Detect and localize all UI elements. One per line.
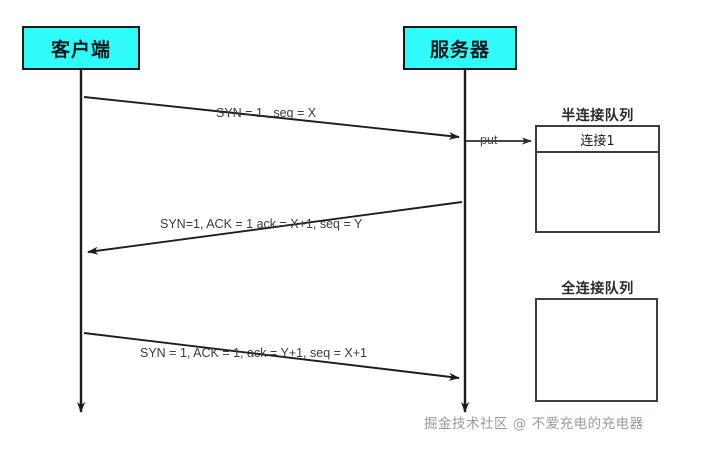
message-label-syn-ack: SYN=1, ACK = 1 ack = X+1, seq = Y <box>160 217 363 231</box>
queue-box-accept[interactable] <box>535 298 658 402</box>
message-label-syn: SYN = 1 , seq = X <box>216 106 317 120</box>
put-label: put <box>480 133 498 147</box>
message-arrow-syn <box>83 96 460 140</box>
message-arrow-ack <box>83 332 460 381</box>
actor-box-server[interactable]: 服务器 <box>403 26 517 70</box>
queue-title-half-open: 半连接队列 <box>561 108 634 124</box>
queue-title-accept: 全连接队列 <box>561 281 634 297</box>
watermark-text: 掘金技术社区 @ 不爱充电的充电器 <box>424 416 644 432</box>
actor-label-server: 服务器 <box>429 38 490 61</box>
queue-slot-label: 连接1 <box>580 133 615 149</box>
message-arrow-syn-ack <box>87 201 463 255</box>
actor-label-client: 客户端 <box>50 38 111 61</box>
queue-box-half-open[interactable]: 连接1 <box>535 125 660 233</box>
actor-box-client[interactable]: 客户端 <box>22 26 140 70</box>
message-label-ack: SYN = 1, ACK = 1, ack = Y+1, seq = X+1 <box>140 346 367 360</box>
queue-slot-connection-1[interactable]: 连接1 <box>537 127 658 153</box>
